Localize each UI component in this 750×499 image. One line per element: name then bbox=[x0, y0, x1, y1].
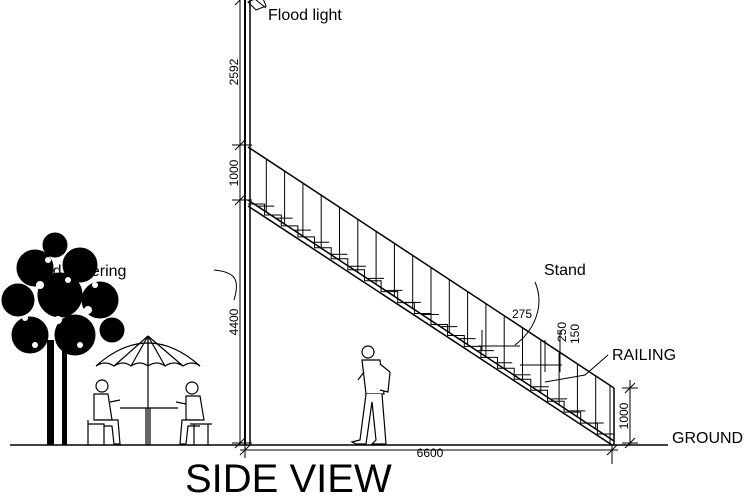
flood-light-label: Flood light bbox=[268, 7, 342, 24]
walking-person-icon bbox=[350, 345, 391, 445]
flood-light-icon bbox=[247, 0, 267, 11]
ground-label: GROUND bbox=[672, 430, 743, 447]
dimension-right bbox=[622, 380, 638, 449]
drawing-title: SIDE VIEW bbox=[185, 457, 392, 494]
railing-label: RAILING bbox=[612, 347, 676, 364]
dim-stair-length: 6600 bbox=[417, 446, 444, 460]
tree-highlights bbox=[22, 257, 98, 348]
dim-riser: 250 bbox=[555, 322, 569, 342]
seated-person-right-icon bbox=[175, 381, 212, 445]
dimension-bottom bbox=[239, 444, 618, 464]
seated-person-left-icon bbox=[87, 379, 121, 445]
umbrella-icon bbox=[95, 335, 201, 445]
pole bbox=[244, 0, 251, 445]
step-profile bbox=[248, 203, 615, 445]
stand-leader bbox=[514, 281, 540, 346]
dim-railing-height-right: 1000 bbox=[617, 402, 631, 429]
dim-stringer: 150 bbox=[568, 324, 582, 344]
dimension-chain-left bbox=[232, 0, 252, 449]
stair-detail-dims bbox=[478, 330, 562, 372]
stringer-bottom bbox=[247, 205, 613, 446]
dim-pole-top: 2592 bbox=[227, 58, 241, 85]
dim-tread: 275 bbox=[512, 307, 532, 321]
dim-pole-base: 4400 bbox=[227, 308, 241, 335]
staircase bbox=[247, 146, 615, 446]
railing-leader bbox=[544, 354, 609, 383]
wood-covering-leader bbox=[213, 269, 237, 301]
railing-balusters bbox=[258, 159, 604, 429]
stand-label: Stand bbox=[544, 262, 586, 279]
dim-railing-height-left: 1000 bbox=[227, 159, 241, 186]
table-icon bbox=[120, 407, 178, 445]
